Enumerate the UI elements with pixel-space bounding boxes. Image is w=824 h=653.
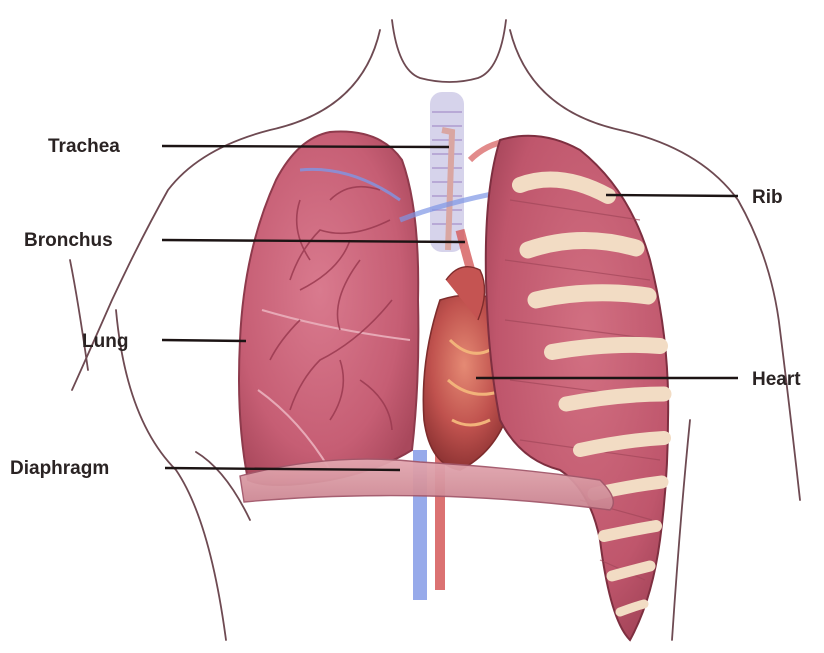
bronchus-leader bbox=[162, 240, 465, 242]
lung-leader bbox=[162, 340, 246, 341]
left-lung bbox=[239, 132, 418, 485]
label-trachea: Trachea bbox=[48, 136, 120, 157]
label-bronchus: Bronchus bbox=[24, 230, 113, 251]
label-heart: Heart bbox=[752, 369, 801, 390]
trachea-leader bbox=[162, 146, 449, 147]
trachea bbox=[430, 92, 464, 252]
rib-leader bbox=[606, 195, 738, 196]
label-rib: Rib bbox=[752, 187, 783, 208]
label-diaphragm: Diaphragm bbox=[10, 458, 109, 479]
label-lung: Lung bbox=[82, 331, 128, 352]
